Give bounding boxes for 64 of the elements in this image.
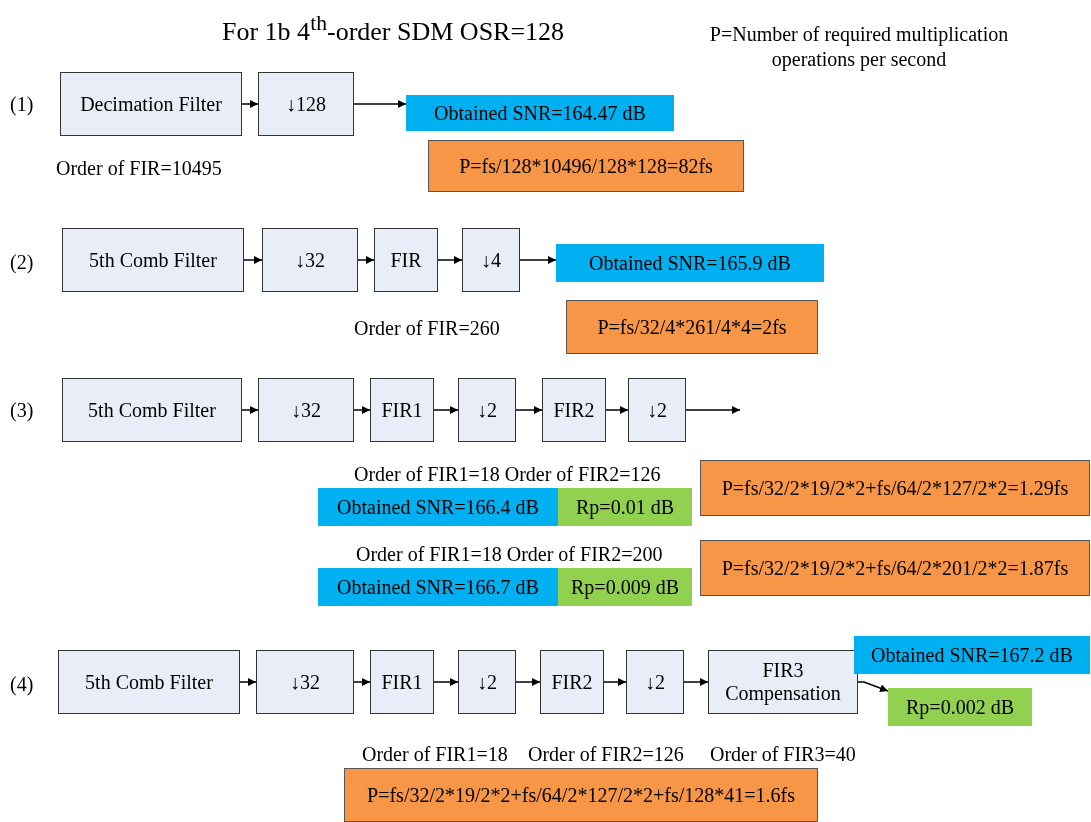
process-box: Decimation Filter	[60, 72, 242, 136]
annotation: Order of FIR1=18	[362, 742, 508, 766]
annotation: Order of FIR2=126	[528, 742, 684, 766]
process-box: 5th Comb Filter	[62, 228, 244, 292]
row-number: (3)	[10, 398, 34, 422]
arrow	[515, 678, 541, 686]
process-box: ↓4	[462, 228, 520, 292]
process-box: FIR1	[370, 378, 434, 442]
arrow	[683, 678, 709, 686]
process-box: ↓2	[628, 378, 686, 442]
result-box: Obtained SNR=166.7 dB	[318, 568, 558, 606]
title: For 1b 4$^{th}$-order SDM OSR=128	[222, 10, 565, 47]
result-box: Obtained SNR=167.2 dB	[854, 636, 1090, 674]
arrow	[353, 100, 407, 108]
arrow	[685, 406, 741, 414]
process-box: ↓2	[626, 650, 684, 714]
process-box: 5th Comb Filter	[58, 650, 240, 714]
process-box: FIR3 Compensation	[708, 650, 858, 714]
result-box: Rp=0.002 dB	[888, 688, 1032, 726]
process-box: FIR1	[370, 650, 434, 714]
arrow	[241, 406, 259, 414]
process-box: FIR	[374, 228, 438, 292]
process-box: ↓32	[262, 228, 358, 292]
arrow	[353, 406, 371, 414]
formula-box: P=fs/128*10496/128*128=82fs	[428, 140, 744, 192]
process-box: ↓32	[256, 650, 354, 714]
arrow	[437, 256, 463, 264]
arrow	[241, 100, 259, 108]
result-box: Obtained SNR=165.9 dB	[556, 244, 824, 282]
arrow	[433, 406, 459, 414]
process-box: ↓32	[258, 378, 354, 442]
arrow	[603, 678, 627, 686]
result-box: Rp=0.009 dB	[558, 568, 692, 606]
result-box: Obtained SNR=164.47 dB	[406, 95, 674, 131]
row-number: (4)	[10, 672, 34, 696]
note: P=Number of required multiplication operations per second	[708, 22, 1010, 72]
result-box: Rp=0.01 dB	[558, 488, 692, 526]
arrow	[433, 678, 459, 686]
annotation: Order of FIR1=18 Order of FIR2=200	[356, 542, 663, 566]
arrow	[519, 256, 557, 264]
arrow	[353, 678, 371, 686]
process-box: ↓2	[458, 650, 516, 714]
process-box: ↓128	[258, 72, 354, 136]
annotation: Order of FIR=260	[354, 316, 500, 340]
annotation: Order of FIR=10495	[56, 156, 222, 180]
process-box: FIR2	[540, 650, 604, 714]
result-box: Obtained SNR=166.4 dB	[318, 488, 558, 526]
process-box: FIR2	[542, 378, 606, 442]
arrow	[605, 406, 629, 414]
arrow	[239, 678, 257, 686]
arrow	[243, 256, 263, 264]
arrow	[857, 681, 889, 692]
arrow	[357, 256, 375, 264]
row-number: (1)	[10, 92, 34, 116]
formula-box: P=fs/32/2*19/2*2+fs/64/2*127/2*2=1.29fs	[700, 460, 1090, 516]
formula-box: P=fs/32/2*19/2*2+fs/64/2*127/2*2+fs/128*41=1.6fs	[344, 768, 818, 822]
process-box: 5th Comb Filter	[62, 378, 242, 442]
annotation: Order of FIR3=40	[710, 742, 856, 766]
formula-box: P=fs/32/2*19/2*2+fs/64/2*201/2*2=1.87fs	[700, 540, 1090, 596]
formula-box: P=fs/32/4*261/4*4=2fs	[566, 300, 818, 354]
process-box: ↓2	[458, 378, 516, 442]
arrow	[515, 406, 543, 414]
annotation: Order of FIR1=18 Order of FIR2=126	[354, 462, 661, 486]
row-number: (2)	[10, 250, 34, 274]
